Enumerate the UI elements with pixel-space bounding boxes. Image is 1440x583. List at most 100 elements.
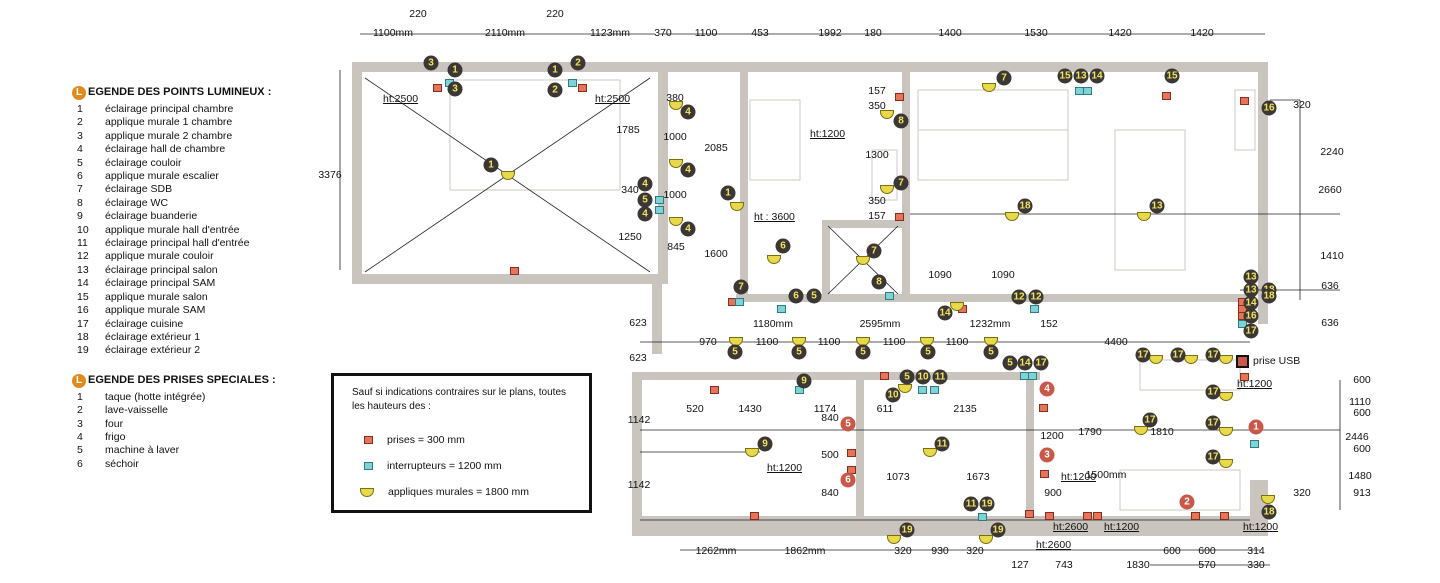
- light-marker: 7: [893, 175, 909, 191]
- light-marker: 5: [727, 344, 743, 360]
- dimension-label: 1174: [813, 403, 837, 415]
- legend-item-number: 6: [77, 170, 83, 183]
- light-marker: 19: [979, 496, 995, 512]
- dimension-label: 840: [821, 412, 839, 424]
- wall-light-icon: [1219, 427, 1233, 436]
- dimension-label: 1000: [663, 189, 687, 201]
- dimension-label: 320: [1293, 99, 1311, 111]
- furniture-outline: [1234, 89, 1256, 151]
- switch-icon: [777, 305, 786, 313]
- legend-item-number: 11: [77, 237, 88, 250]
- dimension-label: 2240: [1320, 146, 1344, 158]
- legend-item-label: applique murale hall d'entrée: [105, 223, 240, 236]
- legend-item-label: frigo: [105, 430, 126, 443]
- dimension-label: 350: [868, 195, 886, 207]
- legend-item-label: applique murale 2 chambre: [105, 129, 233, 142]
- wall: [822, 220, 830, 300]
- legend-item: 13 éclairage principal salon: [72, 264, 302, 277]
- dimension-label: 1100mm: [372, 27, 414, 39]
- outlet-icon: [433, 84, 442, 92]
- legend-item-number: 5: [77, 444, 83, 457]
- dimension-label: 453: [751, 27, 769, 39]
- dimension-label: 320: [894, 545, 912, 557]
- height-label: ht:2500: [595, 93, 631, 105]
- note-row-interrupteur: interrupteurs = 1200 mm: [364, 460, 502, 472]
- dimension-label: 1232mm: [969, 318, 1011, 330]
- legend-item-number: 13: [77, 263, 89, 276]
- outlet-icon: [750, 512, 759, 520]
- wall-light-icon: [1219, 459, 1233, 468]
- light-marker: 1: [483, 157, 499, 173]
- legend-item-label: éclairage principal hall d'entrée: [105, 237, 250, 250]
- usb-outlet-label: prise USB: [1253, 355, 1301, 367]
- note-row-applique: appliques murales = 1800 mm: [360, 486, 529, 498]
- switch-icon: [1250, 440, 1259, 448]
- wall-light-icon: [669, 217, 683, 226]
- outlet-icon: [1240, 97, 1249, 105]
- legend-item-label: machine à laver: [105, 444, 180, 457]
- light-marker: 17: [1142, 412, 1158, 428]
- outlet-icon: [895, 93, 904, 101]
- wall-light-icon: [1149, 355, 1163, 364]
- dimension-label: 840: [821, 487, 839, 499]
- light-marker: 6: [775, 238, 791, 254]
- prise-symbol-icon: [364, 436, 373, 444]
- light-marker: 5: [855, 344, 871, 360]
- light-marker: 1: [447, 62, 463, 78]
- legend-item-number: 15: [77, 290, 89, 303]
- wall: [736, 294, 916, 302]
- wall: [908, 294, 1252, 302]
- legend-item-number: 7: [77, 183, 83, 196]
- legend-item-label: éclairage principal salon: [105, 263, 218, 276]
- height-label: ht:1200: [767, 462, 803, 474]
- wall-light-icon: [1261, 495, 1275, 504]
- legend-item-number: 19: [77, 344, 89, 357]
- switch-icon: [1083, 87, 1092, 95]
- dimension-label: 1300: [865, 149, 889, 161]
- dimension-label: 1250: [618, 231, 642, 243]
- dimension-label: 320: [1293, 487, 1311, 499]
- furniture-outline: [449, 79, 621, 191]
- light-marker: 14: [1243, 295, 1259, 311]
- light-marker: 1: [547, 62, 563, 78]
- dimension-label: 2660: [1318, 184, 1342, 196]
- legend-l-icon: L: [72, 86, 86, 100]
- furniture-outline: [749, 99, 801, 181]
- dimension-label: 2595mm: [859, 318, 901, 330]
- dimension-label: 314: [1247, 545, 1265, 557]
- light-marker: 19: [990, 522, 1006, 538]
- legend-item-label: éclairage extérieur 2: [105, 344, 201, 357]
- lights-legend-title: L EGENDE DES POINTS LUMINEUX :: [72, 86, 302, 100]
- note-row-prise: prises = 300 mm: [364, 434, 465, 446]
- light-marker: 18: [1017, 198, 1033, 214]
- wall-light-icon: [880, 185, 894, 194]
- wall-light-icon: [923, 448, 937, 457]
- dimension-label: 2446: [1345, 431, 1369, 443]
- dimension-label: 1790: [1078, 426, 1102, 438]
- light-marker: 5: [983, 344, 999, 360]
- wall: [856, 380, 864, 516]
- legend-item: 5 machine à laver: [72, 444, 302, 457]
- dimension-label: 1500mm: [1085, 469, 1127, 481]
- dimension-label: 1420: [1190, 27, 1214, 39]
- wall-light-icon: [1184, 355, 1198, 364]
- light-marker: 8: [871, 274, 887, 290]
- height-note-box: Sauf si indications contraires sur le pl…: [331, 373, 592, 513]
- dimension-label: 127: [1011, 559, 1029, 571]
- dimension-label: 1100: [882, 336, 906, 348]
- wall: [632, 372, 642, 536]
- dimension-label: 1262mm: [695, 545, 737, 557]
- switch-icon: [735, 298, 744, 306]
- light-marker: 12: [1028, 289, 1044, 305]
- dimension-label: 330: [1247, 559, 1265, 571]
- light-marker: 14: [937, 305, 953, 321]
- light-marker: 16: [1243, 308, 1259, 324]
- legend-item-label: éclairage principal SAM: [105, 277, 216, 290]
- legend-item-number: 4: [77, 143, 83, 156]
